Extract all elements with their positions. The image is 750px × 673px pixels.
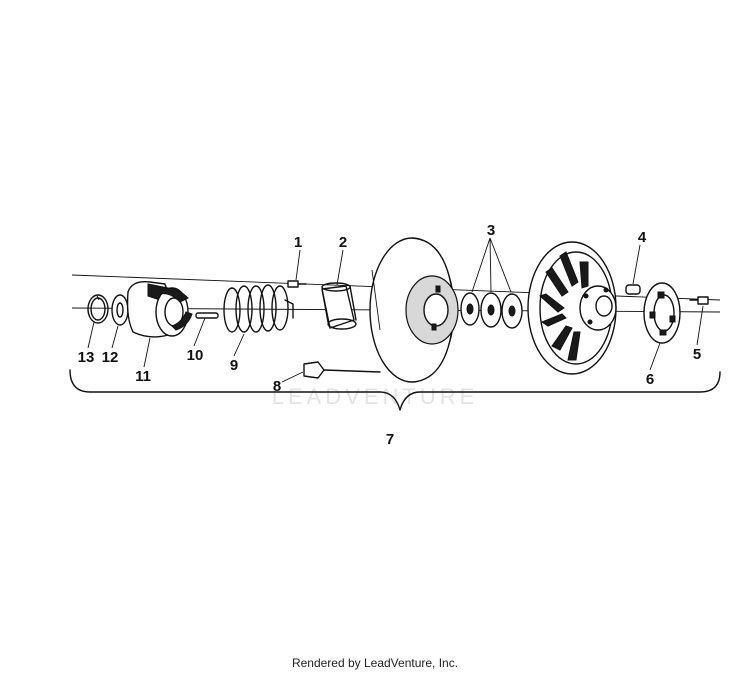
callout-10: 10: [187, 347, 204, 364]
snap-ring-part-13: [87, 294, 109, 324]
callout-11: 11: [135, 368, 151, 385]
spring-part-9: [223, 284, 294, 333]
bushing-part-2: [321, 282, 357, 330]
callout-6: 6: [646, 371, 654, 388]
cam-part-11: [126, 281, 193, 338]
callout-1: 1: [294, 234, 302, 251]
watermark-text: LEADVENTURE: [272, 384, 479, 409]
callouts: 1 2 3 4 5 6 7 8 9 10 11 12 13: [78, 222, 702, 448]
washer-part-12: [111, 294, 129, 326]
callout-9: 9: [230, 357, 238, 374]
callout-8: 8: [273, 378, 281, 395]
pin-part-10: [195, 312, 219, 319]
callout-2: 2: [339, 234, 347, 251]
cover-plate-part-6: [643, 282, 681, 344]
callout-13: 13: [78, 349, 95, 366]
leader-lines: [87, 237, 704, 383]
screw-part-1: [287, 280, 307, 288]
assembly-bracket: [69, 369, 721, 411]
screw-part-5: [689, 296, 709, 305]
callout-7: 7: [386, 431, 394, 448]
render-credit: Rendered by LeadVenture, Inc.: [291, 656, 459, 670]
callout-5: 5: [693, 346, 701, 363]
bushing-part-4: [625, 284, 641, 295]
bolt-part-8: [303, 361, 381, 379]
callout-3: 3: [487, 222, 495, 239]
callout-4: 4: [638, 229, 647, 246]
fixed-sheave: [369, 237, 459, 383]
callout-12: 12: [102, 349, 119, 366]
washers-part-3: [460, 292, 523, 329]
moveable-sheave: [527, 241, 617, 375]
